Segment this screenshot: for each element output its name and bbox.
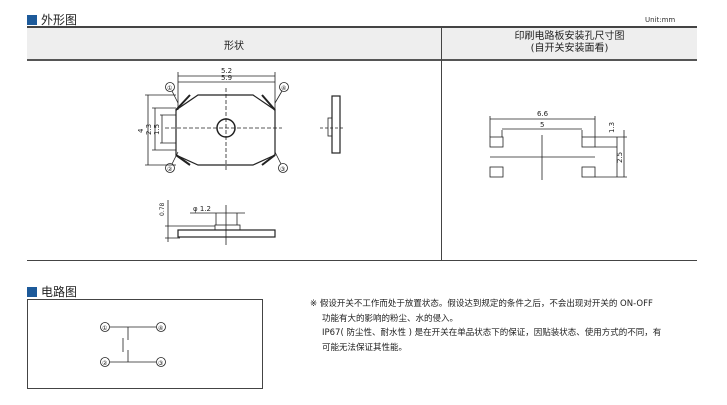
- dim-5-2: 5.2: [221, 67, 232, 75]
- switch-side-view: [320, 95, 345, 154]
- shape-header: 形状: [224, 41, 244, 52]
- circuit-section-title: 电路图: [27, 283, 77, 300]
- circuit-pin-1: ①: [102, 325, 107, 332]
- circuit-pin-3: ③: [158, 360, 163, 367]
- circuit-diagram: [100, 322, 166, 367]
- dim-dia-1-2: φ 1.2: [193, 205, 211, 213]
- table-header: [27, 28, 697, 61]
- switch-front-view: [165, 200, 276, 245]
- pin-callouts: [165, 82, 289, 173]
- pin-4-label: ④: [281, 85, 286, 92]
- pcb-dim-5: 5: [540, 121, 544, 129]
- outline-section-title: 外形图: [27, 11, 77, 28]
- pcb-hole-layout: [489, 116, 627, 180]
- pin-3-label: ③: [280, 166, 285, 173]
- note-line: IP67( 防尘性、耐水性 ) 是在开关在单品状态下的保证，因贴装状态、使用方式…: [322, 328, 662, 338]
- pcb-header: 印刷电路板安装孔尺寸图(自开关安装面看): [442, 31, 697, 55]
- pcb-header-line1: 印刷电路板安装孔尺寸图: [514, 31, 625, 42]
- pin-1-label: ①: [167, 85, 172, 92]
- note-line: 可能无法保证其性能。: [322, 342, 408, 353]
- notes: ※ 假设开关不工作而处于放置状态。假设达到规定的条件之后，不会出现对开关的 ON…: [310, 297, 690, 355]
- section-marker-icon: [27, 14, 37, 25]
- pin-2-label: ②: [167, 166, 173, 173]
- note-line: 功能有大的影响的粉尘、水的侵入。: [322, 313, 459, 324]
- circuit-pin-2: ②: [102, 360, 108, 367]
- circuit-title: 电路图: [41, 285, 78, 299]
- dim-2-3: 2.3: [145, 124, 153, 135]
- dim-4: 4: [137, 128, 145, 133]
- unit-label: Unit:mm: [645, 16, 676, 24]
- switch-top-view: [145, 72, 282, 170]
- pcb-dim-2-5: 2.5: [616, 152, 624, 163]
- column-divider: [441, 28, 442, 260]
- outline-title: 外形图: [41, 13, 78, 27]
- circuit-box: [27, 299, 263, 389]
- outline-table: 形状 印刷电路板安装孔尺寸图(自开关安装面看): [27, 26, 697, 261]
- dim-0-78: 0.78: [159, 202, 166, 216]
- pcb-dim-1-3: 1.3: [608, 122, 616, 133]
- pcb-dim-6-6: 6.6: [537, 110, 549, 118]
- pcb-header-line2: (自开关安装面看): [530, 43, 609, 54]
- dim-5-9: 5.9: [221, 74, 232, 82]
- section-marker-icon: [27, 286, 37, 297]
- circuit-pin-4: ④: [158, 325, 163, 332]
- dim-1-5: 1.5: [153, 124, 161, 135]
- note-line: ※ 假设开关不工作而处于放置状态。假设达到规定的条件之后，不会出现对开关的 ON…: [310, 299, 653, 309]
